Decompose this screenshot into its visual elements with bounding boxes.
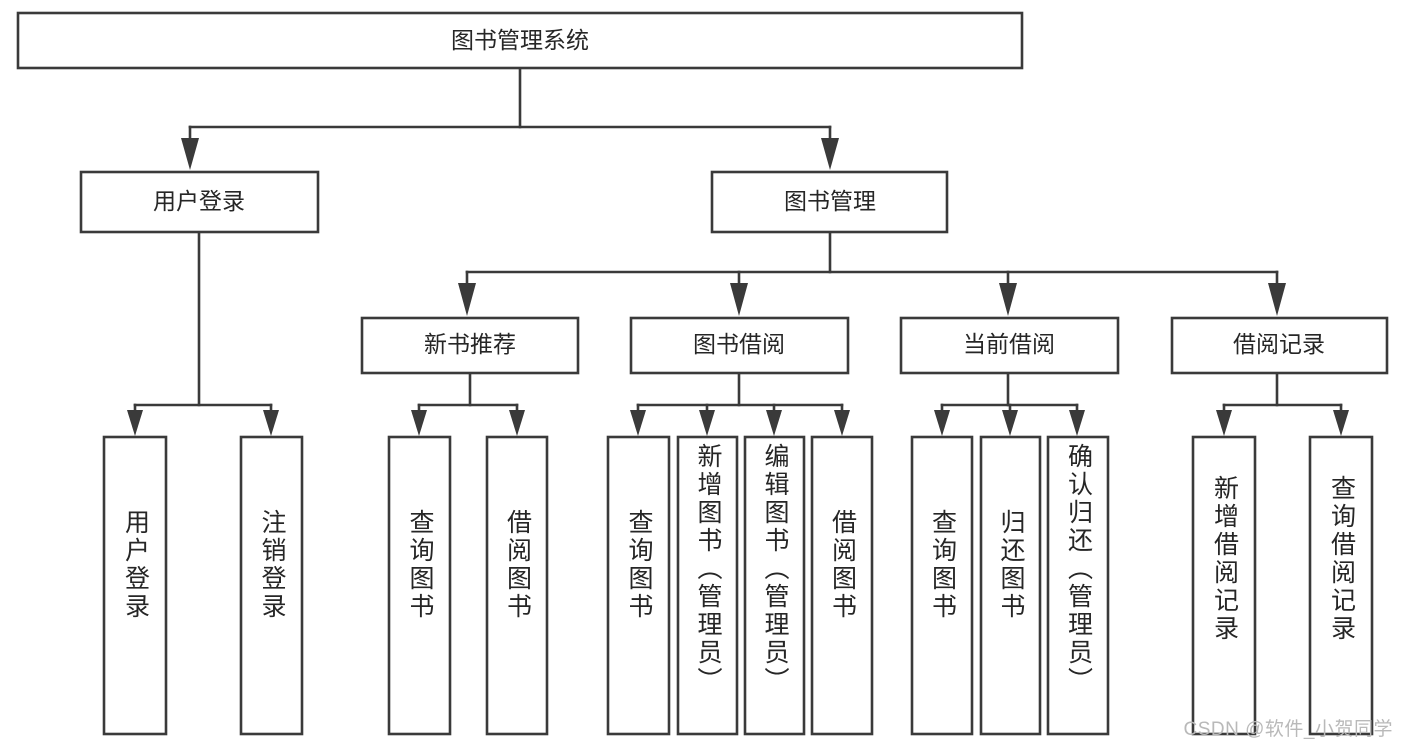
leaf-box-user-login[interactable]	[102, 435, 168, 736]
node-book-borrow[interactable]: 图书借阅	[629, 316, 850, 375]
connector-user-login-to-leaves	[127, 230, 279, 436]
arrow-head-icon	[1069, 410, 1085, 436]
arrow-head-icon	[458, 283, 476, 316]
node-box-shape	[79, 170, 320, 234]
node-new-book-recommend[interactable]: 新书推荐	[360, 316, 580, 375]
arrow-head-icon	[699, 410, 715, 436]
node-root-system[interactable]: 图书管理系统	[16, 11, 1024, 70]
arrow-head-icon	[181, 138, 199, 170]
leaf-box-query-book-borrow[interactable]	[606, 435, 671, 736]
node-label: 图书管理系统	[451, 27, 589, 53]
arrow-head-icon	[1333, 410, 1349, 436]
leaf-box-add-borrow-record[interactable]	[1191, 435, 1257, 736]
node-current-borrow[interactable]: 当前借阅	[899, 316, 1120, 375]
connector-current-borrow-to-leaves	[934, 371, 1085, 436]
node-label: 新书推荐	[424, 331, 516, 357]
leaf-box-borrow-book[interactable]	[810, 435, 874, 736]
arrow-head-icon	[730, 283, 748, 316]
node-user-login[interactable]: 用户登录	[79, 170, 320, 234]
leaf-box-logout[interactable]	[239, 435, 304, 736]
arrow-head-icon	[127, 410, 143, 436]
node-label: 当前借阅	[963, 331, 1055, 357]
node-box-shape	[899, 316, 1120, 375]
leaf-box-query-borrow-record[interactable]	[1308, 435, 1374, 736]
arrow-head-icon	[766, 410, 782, 436]
arrow-head-icon	[263, 410, 279, 436]
arrow-head-icon	[999, 283, 1017, 316]
node-label: 用户登录	[153, 188, 245, 214]
arrow-head-icon	[934, 410, 950, 436]
connector-root-to-level2	[181, 66, 839, 170]
arrow-head-icon	[1268, 283, 1286, 316]
connector-book-mgmt-to-level3	[458, 230, 1286, 316]
arrow-head-icon	[1216, 410, 1232, 436]
arrow-head-icon	[509, 410, 525, 436]
arrow-head-icon	[821, 138, 839, 170]
leaf-box-query-book-current[interactable]	[910, 435, 974, 736]
connector-borrow-record-to-leaves	[1216, 371, 1349, 436]
leaf-box-add-book-admin[interactable]	[676, 435, 739, 736]
arrow-head-icon	[411, 410, 427, 436]
node-box-shape	[629, 316, 850, 375]
arrow-head-icon	[834, 410, 850, 436]
connector-book-borrow-to-leaves	[630, 371, 850, 436]
connector-new-book-to-leaves	[411, 371, 525, 436]
node-box-shape	[16, 11, 1024, 70]
watermark-text: CSDN @软件_小贺同学	[1183, 719, 1393, 740]
leaf-box-confirm-return-admin[interactable]	[1046, 435, 1110, 736]
leaf-box-borrow-book-rec[interactable]	[485, 435, 549, 736]
node-box-shape	[360, 316, 580, 375]
node-borrow-record[interactable]: 借阅记录	[1170, 316, 1389, 375]
leaf-box-edit-book-admin[interactable]	[743, 435, 806, 736]
arrow-head-icon	[1002, 410, 1018, 436]
node-box-shape	[1170, 316, 1389, 375]
node-label: 图书管理	[784, 188, 876, 214]
node-box-shape	[710, 170, 949, 234]
leaf-box-return-book[interactable]	[979, 435, 1042, 736]
arrow-head-icon	[630, 410, 646, 436]
node-label: 借阅记录	[1233, 331, 1325, 357]
node-label: 图书借阅	[693, 331, 785, 357]
leaf-box-query-book-rec[interactable]	[387, 435, 452, 736]
node-book-management[interactable]: 图书管理	[710, 170, 949, 234]
